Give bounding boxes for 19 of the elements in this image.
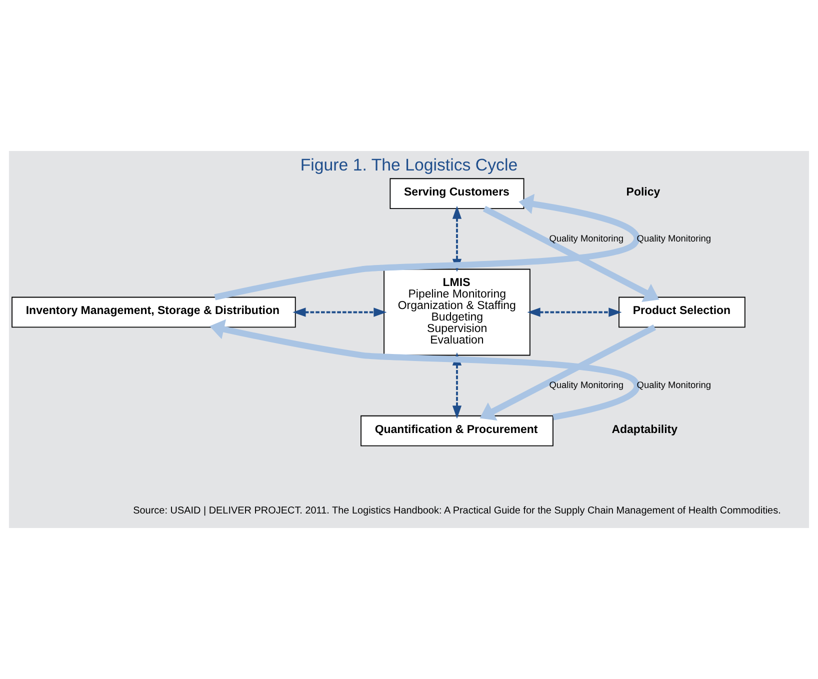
arrow <box>527 308 622 317</box>
edge-label: Quality Monitoring <box>636 380 711 390</box>
label: Policy <box>626 186 660 199</box>
node-box: Serving Customers <box>390 178 524 210</box>
diagram-title: Figure 1. The Logistics Cycle <box>300 156 518 175</box>
arrow <box>482 206 660 302</box>
caption: Source: USAID | DELIVER PROJECT. 2011. The Logistics Handbook: A Practical Guide for the Supply Chain Management of Health Commodities. <box>133 506 781 517</box>
edge-label: Quality Monitoring <box>549 380 624 390</box>
arrow <box>214 194 640 300</box>
node-box: Inventory Management, Storage & Distribution <box>12 296 296 328</box>
arrow <box>480 324 656 421</box>
label: Adaptability <box>612 424 678 436</box>
node-box: Product Selection <box>618 296 746 328</box>
node-box: LMIS Pipeline Monitoring Organization & Staffing Budgeting Supervision Evaluation <box>384 268 530 356</box>
arrow <box>292 308 387 317</box>
arrow <box>210 319 640 420</box>
edge-label: Quality Monitoring <box>636 233 711 244</box>
edge-label: Quality Monitoring <box>549 233 624 244</box>
node-box: Quantification & Procurement <box>360 415 554 446</box>
